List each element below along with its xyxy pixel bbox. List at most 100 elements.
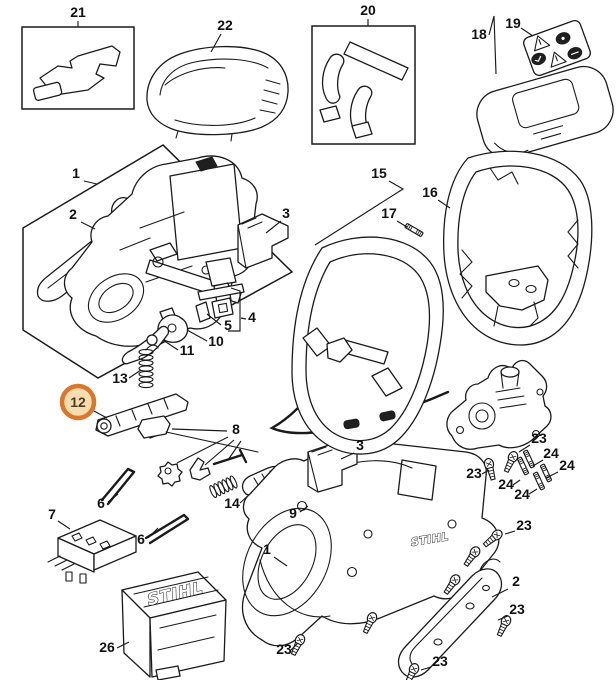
callout-number[interactable]: 23	[432, 653, 448, 669]
callout-24[interactable]: 24	[532, 445, 559, 467]
callout-number[interactable]: 23	[531, 430, 547, 446]
part-16-handle-frame	[443, 150, 593, 346]
callout-number[interactable]: 23	[516, 517, 532, 533]
callout-18[interactable]: 18	[471, 15, 497, 75]
callout-number[interactable]: 14	[224, 495, 240, 511]
callout-24[interactable]: 24	[545, 457, 575, 479]
callout-3[interactable]: 3	[265, 205, 290, 234]
callout-24[interactable]: 24	[498, 476, 521, 492]
callout-number[interactable]: 23	[276, 641, 292, 657]
callout-6[interactable]: 6	[137, 527, 159, 547]
leader-line	[147, 527, 159, 539]
callout-13[interactable]: 13	[112, 369, 142, 386]
callout-number[interactable]: 11	[180, 342, 195, 358]
foam-pad	[319, 105, 341, 123]
callout-23[interactable]: 23	[466, 465, 490, 481]
callout-16[interactable]: 16	[422, 184, 451, 209]
callout-1[interactable]: 1	[263, 541, 288, 567]
kit-box-21	[21, 26, 135, 110]
callout-number[interactable]: 19	[505, 15, 521, 31]
callout-14[interactable]: 14	[224, 492, 252, 511]
callout-23[interactable]: 23	[518, 430, 547, 453]
callout-22[interactable]: 22	[210, 17, 233, 53]
callout-number[interactable]: 2	[69, 206, 77, 222]
callout-number[interactable]: 1	[263, 541, 271, 557]
callout-number[interactable]: 16	[422, 184, 438, 200]
leader-line	[396, 220, 408, 228]
part-19-sticker	[523, 19, 591, 77]
wire-clip	[100, 467, 136, 506]
gearbox-art	[446, 359, 552, 450]
callout-23[interactable]: 23	[420, 653, 448, 671]
callout-number[interactable]: 26	[99, 639, 115, 655]
callout-number[interactable]: 2	[512, 573, 520, 589]
callout-number[interactable]: 1	[72, 165, 80, 181]
leader-line	[162, 339, 179, 351]
callout-number[interactable]: 9	[289, 505, 297, 521]
callout-number[interactable]: 12	[70, 394, 86, 410]
callout-2[interactable]: 2	[491, 573, 520, 598]
part-1-bottom-housing: STIHL	[241, 436, 500, 647]
callout-7[interactable]: 7	[48, 506, 71, 530]
callout-number[interactable]: 7	[48, 506, 56, 522]
callout-19[interactable]: 19	[505, 15, 534, 37]
callout-number[interactable]: 17	[381, 205, 397, 221]
callout-23[interactable]: 23	[504, 517, 532, 535]
part-26-box: STIHL	[121, 571, 227, 680]
callout-number[interactable]: 23	[466, 465, 482, 481]
callout-10[interactable]: 10	[186, 329, 224, 349]
leader-line	[518, 444, 531, 453]
callout-number[interactable]: 15	[371, 165, 387, 181]
callout-number[interactable]: 22	[217, 17, 233, 33]
callout-number[interactable]: 24	[559, 457, 575, 473]
callout-2[interactable]: 2	[69, 206, 96, 230]
callout-number[interactable]: 8	[232, 421, 240, 437]
callout-8[interactable]: 8	[171, 421, 242, 466]
callout-number[interactable]: 21	[70, 4, 86, 20]
callout-26[interactable]: 26	[99, 639, 130, 655]
callout-15[interactable]: 15	[314, 165, 405, 246]
callout-11[interactable]: 11	[162, 339, 195, 358]
callout-12-highlighted[interactable]: 12	[59, 383, 108, 421]
callout-number[interactable]: 24	[543, 445, 559, 461]
read-manual-icon	[531, 52, 546, 66]
callout-17[interactable]: 17	[381, 205, 408, 228]
callout-21[interactable]: 21	[70, 4, 86, 27]
callout-4[interactable]: 4	[228, 287, 256, 332]
callout-3[interactable]: 3	[340, 437, 364, 460]
winged-part	[189, 457, 211, 481]
callout-number[interactable]: 3	[282, 205, 290, 221]
callout-9[interactable]: 9	[289, 505, 309, 521]
callout-20[interactable]: 20	[360, 2, 376, 26]
leader-line	[228, 287, 241, 332]
part-8-group	[137, 415, 259, 487]
motor-block	[169, 163, 243, 261]
part-11-lever	[121, 325, 170, 365]
callout-24[interactable]: 24	[514, 486, 538, 502]
callout-number[interactable]: 6	[97, 495, 105, 511]
foam-pad	[351, 121, 373, 139]
callout-6[interactable]: 6	[97, 493, 119, 511]
callout-number[interactable]: 3	[356, 437, 364, 453]
leader-line	[497, 615, 509, 621]
callout-number[interactable]: 24	[498, 476, 514, 492]
callout-number[interactable]: 10	[208, 333, 224, 349]
callout-23[interactable]: 23	[276, 641, 299, 657]
callout-number[interactable]: 18	[471, 26, 487, 42]
callout-number[interactable]: 24	[514, 486, 530, 502]
callout-5[interactable]: 5	[206, 313, 232, 333]
leader-line	[128, 369, 142, 379]
callout-number[interactable]: 20	[360, 2, 376, 18]
highlight-circle[interactable]	[59, 383, 97, 421]
callout-number[interactable]: 23	[509, 601, 525, 617]
part-13-spring	[138, 344, 159, 389]
callout-number[interactable]: 6	[137, 531, 145, 547]
cable-grommet	[343, 418, 360, 430]
callout-number[interactable]: 5	[224, 317, 232, 333]
callout-number[interactable]: 13	[112, 370, 128, 386]
callout-number[interactable]: 4	[248, 309, 256, 325]
callout-23[interactable]: 23	[497, 601, 525, 621]
callout-1[interactable]: 1	[72, 165, 98, 185]
